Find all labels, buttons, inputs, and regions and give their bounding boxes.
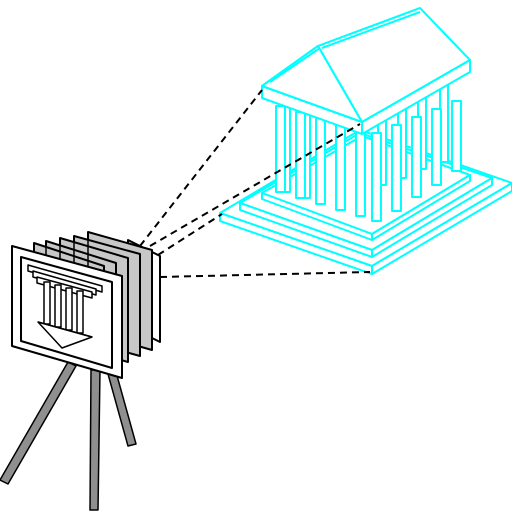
camera-icon [11,231,161,379]
projection-line-2 [149,123,361,247]
tripod-leg-left [0,361,77,485]
tripod-leg-right [107,371,137,447]
projection-line-3 [157,213,223,256]
camera-viewfinder-temple-image [27,264,103,349]
temple-icon [219,7,512,275]
tripod-icon [0,361,137,511]
projection-lines [139,89,371,278]
temple-roof [261,7,471,123]
projection-line-4 [159,271,371,278]
temple-columns-front [275,100,462,222]
tripod-leg-center [89,369,101,511]
projection-line-1 [139,89,263,247]
